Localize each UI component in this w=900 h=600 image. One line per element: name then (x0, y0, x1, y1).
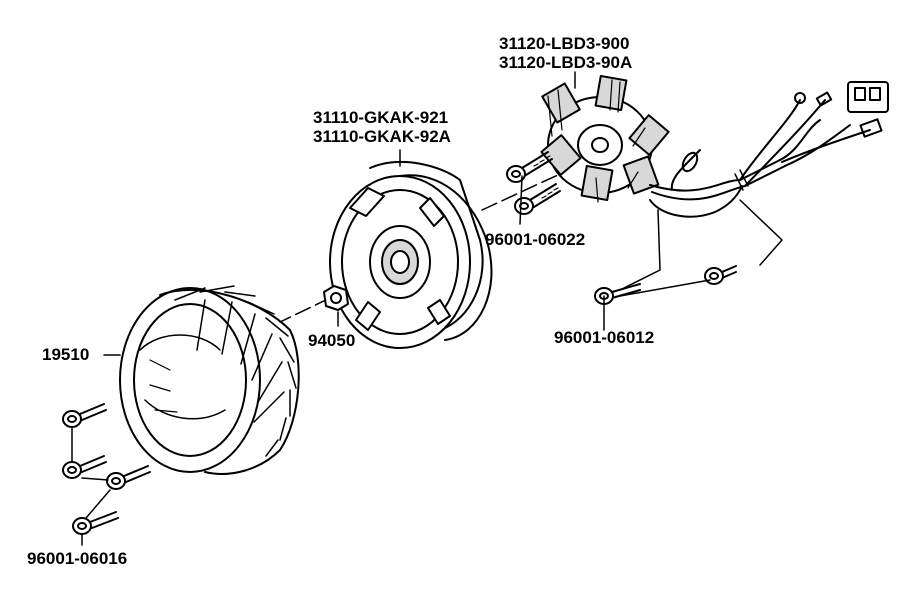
label-fan-bolt: 96001-06016 (27, 549, 128, 568)
cooling-fan (119, 285, 300, 475)
flywheel (329, 161, 493, 349)
flywheel-nut (323, 285, 349, 311)
fan-bolt-1 (62, 403, 107, 428)
fan-bolt-3 (106, 465, 151, 490)
label-flywheel-part-2: 31110-GKAK-92A (313, 127, 451, 146)
fan-bolt-4 (72, 511, 119, 535)
wire-harness (649, 81, 889, 218)
harness-bolt-right (704, 265, 737, 285)
label-fan: 19510 (42, 345, 90, 364)
harness-bolt-left (594, 283, 641, 305)
label-harness-bolt: 96001-06012 (554, 328, 655, 347)
fan-bolt-2 (62, 455, 107, 479)
label-stator-part-2: 31120-LBD3-90A (499, 53, 633, 72)
label-stator-part-1: 31120-LBD3-900 (499, 34, 630, 53)
label-flywheel-part-1: 31110-GKAK-921 (313, 108, 449, 127)
label-stator-bolt: 96001-06022 (485, 230, 586, 249)
label-nut: 94050 (308, 331, 356, 350)
stator-bolt-upper (506, 151, 553, 183)
stator-coil (540, 74, 670, 203)
